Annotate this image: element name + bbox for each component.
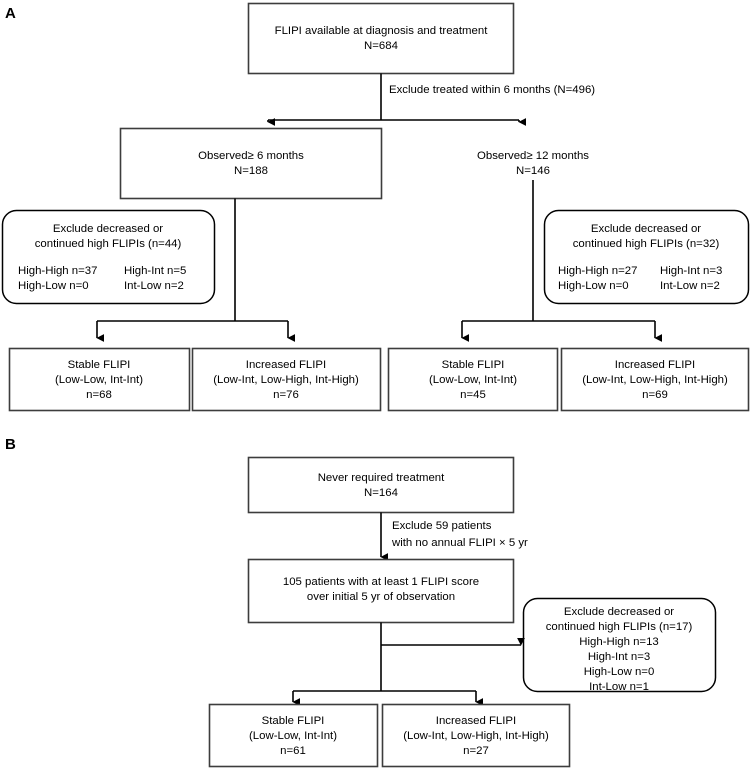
connector-a-root-split — [267, 73, 526, 126]
node-a-root: FLIPI available at diagnosis and treatme… — [247, 2, 515, 75]
connector-a-left-split — [96, 198, 295, 342]
node-a-outcome-1-line-3: n=68 — [86, 389, 112, 401]
node-a-outcome-3-line-2: (Low-Low, Int-Int) — [429, 374, 517, 386]
node-a-exclude-left-line-1: Exclude decreased or — [53, 223, 163, 235]
node-a-outcome-1-box — [8, 347, 191, 412]
node-a-outcome-1-line-1: Stable FLIPI — [68, 359, 131, 371]
node-b-root-box — [247, 456, 515, 514]
node-a-observed-6mo-line-1: Observed≥ 6 months — [198, 150, 304, 162]
node-b-outcome-2: Increased FLIPI (Low-Int, Low-High, Int-… — [381, 703, 571, 768]
node-a-outcome-3-line-1: Stable FLIPI — [442, 359, 505, 371]
node-b-exclude-line-3: High-High n=13 — [579, 636, 658, 648]
node-a-exclude-right-pair-2-right: Int-Low n=2 — [660, 280, 720, 292]
node-a-exclude-right-pair-2-left: High-Low n=0 — [558, 280, 629, 292]
node-a-outcome-2: Increased FLIPI (Low-Int, Low-High, Int-… — [191, 347, 382, 412]
node-a-exclude-right-box — [543, 209, 750, 305]
node-a-exclude-right-line-1: Exclude decreased or — [591, 223, 701, 235]
node-b-outcome-1-line-2: (Low-Low, Int-Int) — [249, 730, 337, 742]
node-a-observed-6mo: Observed≥ 6 months N=188 — [119, 127, 383, 200]
node-b-cohort-line-2: over initial 5 yr of observation — [307, 591, 455, 603]
node-a-exclude-left-pair-1-left: High-High n=37 — [18, 265, 97, 277]
node-a-root-line-2: N=684 — [364, 40, 398, 52]
node-a-root-line-1: FLIPI available at diagnosis and treatme… — [275, 25, 489, 37]
panel-b-label: B — [5, 436, 16, 453]
node-a-observed-12mo-line-2: N=146 — [516, 165, 550, 177]
connector-b-cohort-split — [292, 622, 525, 706]
node-a-root-box — [247, 2, 515, 75]
node-a-exclude-left-pair-2-left: High-Low n=0 — [18, 280, 89, 292]
node-a-outcome-3-box — [387, 347, 559, 412]
node-b-root: Never required treatment N=164 — [247, 456, 515, 514]
node-b-outcome-1-line-3: n=61 — [280, 745, 306, 757]
node-b-exclude-line-4: High-Int n=3 — [588, 651, 650, 663]
node-a-observed-6mo-line-2: N=188 — [234, 165, 268, 177]
node-a-outcome-2-line-2: (Low-Int, Low-High, Int-High) — [213, 374, 359, 386]
node-b-root-line-1: Never required treatment — [318, 472, 445, 484]
node-a-outcome-2-line-1: Increased FLIPI — [246, 359, 326, 371]
node-a-outcome-2-box — [191, 347, 382, 412]
node-b-exclude-line-6: Int-Low n=1 — [589, 681, 649, 693]
node-b-outcome-2-line-1: Increased FLIPI — [436, 715, 516, 727]
node-a-exclude-left-box — [1, 209, 216, 305]
node-b-root-line-2: N=164 — [364, 487, 398, 499]
node-a-outcome-4-box — [560, 347, 750, 412]
node-b-outcome-1-box — [208, 703, 379, 768]
node-a-observed-12mo: Observed≥ 12 months N=146 — [477, 150, 589, 177]
node-a-outcome-4: Increased FLIPI (Low-Int, Low-High, Int-… — [560, 347, 750, 412]
node-b-exclude: Exclude decreased or continued high FLIP… — [522, 597, 717, 693]
node-a-observed-6mo-box — [119, 127, 383, 200]
node-a-outcome-1-line-2: (Low-Low, Int-Int) — [55, 374, 143, 386]
node-b-outcome-2-line-3: n=27 — [463, 745, 489, 757]
node-a-outcome-4-line-1: Increased FLIPI — [615, 359, 695, 371]
node-a-outcome-2-line-3: n=76 — [273, 389, 299, 401]
node-a-exclude-left-pair-1-right: High-Int n=5 — [124, 265, 186, 277]
node-a-exclude-right: Exclude decreased or continued high FLIP… — [543, 209, 750, 305]
panel-a: A FLIPI available at diagnosis and treat… — [1, 2, 750, 412]
node-a-exclude-left: Exclude decreased or continued high FLIP… — [1, 209, 216, 305]
node-a-exclude-right-line-2: continued high FLIPIs (n=32) — [573, 238, 720, 250]
panel-a-label: A — [5, 5, 16, 22]
node-a-exclude-left-line-2: continued high FLIPIs (n=44) — [35, 238, 182, 250]
node-b-cohort-line-1: 105 patients with at least 1 FLIPI score — [283, 576, 479, 588]
node-b-exclude-line-1: Exclude decreased or — [564, 606, 674, 618]
node-a-outcome-3: Stable FLIPI (Low-Low, Int-Int) n=45 — [387, 347, 559, 412]
node-b-exclude-line-2: continued high FLIPIs (n=17) — [546, 621, 693, 633]
node-b-outcome-1-line-1: Stable FLIPI — [262, 715, 325, 727]
node-b-outcome-1: Stable FLIPI (Low-Low, Int-Int) n=61 — [208, 703, 379, 768]
node-b-exclude-line-5: High-Low n=0 — [584, 666, 655, 678]
panel-b: B Never required treatment N=164 Exclude… — [5, 436, 717, 768]
edge-label-b-exclude-line-2: with no annual FLIPI × 5 yr — [391, 537, 528, 549]
node-a-exclude-right-pair-1-left: High-High n=27 — [558, 265, 637, 277]
connector-a-right-split — [461, 180, 662, 342]
node-a-outcome-4-line-2: (Low-Int, Low-High, Int-High) — [582, 374, 728, 386]
node-a-exclude-left-pair-2-right: Int-Low n=2 — [124, 280, 184, 292]
node-b-outcome-2-line-2: (Low-Int, Low-High, Int-High) — [403, 730, 549, 742]
node-a-outcome-3-line-3: n=45 — [460, 389, 486, 401]
node-a-outcome-4-line-3: n=69 — [642, 389, 668, 401]
node-b-outcome-2-box — [381, 703, 571, 768]
node-a-exclude-right-pair-1-right: High-Int n=3 — [660, 265, 722, 277]
edge-label-b-exclude-line-1: Exclude 59 patients — [392, 520, 492, 532]
node-b-cohort: 105 patients with at least 1 FLIPI score… — [247, 558, 515, 624]
node-a-outcome-1: Stable FLIPI (Low-Low, Int-Int) n=68 — [8, 347, 191, 412]
node-a-observed-12mo-line-1: Observed≥ 12 months — [477, 150, 589, 162]
edge-label-a-exclude-treated: Exclude treated within 6 months (N=496) — [389, 84, 595, 96]
